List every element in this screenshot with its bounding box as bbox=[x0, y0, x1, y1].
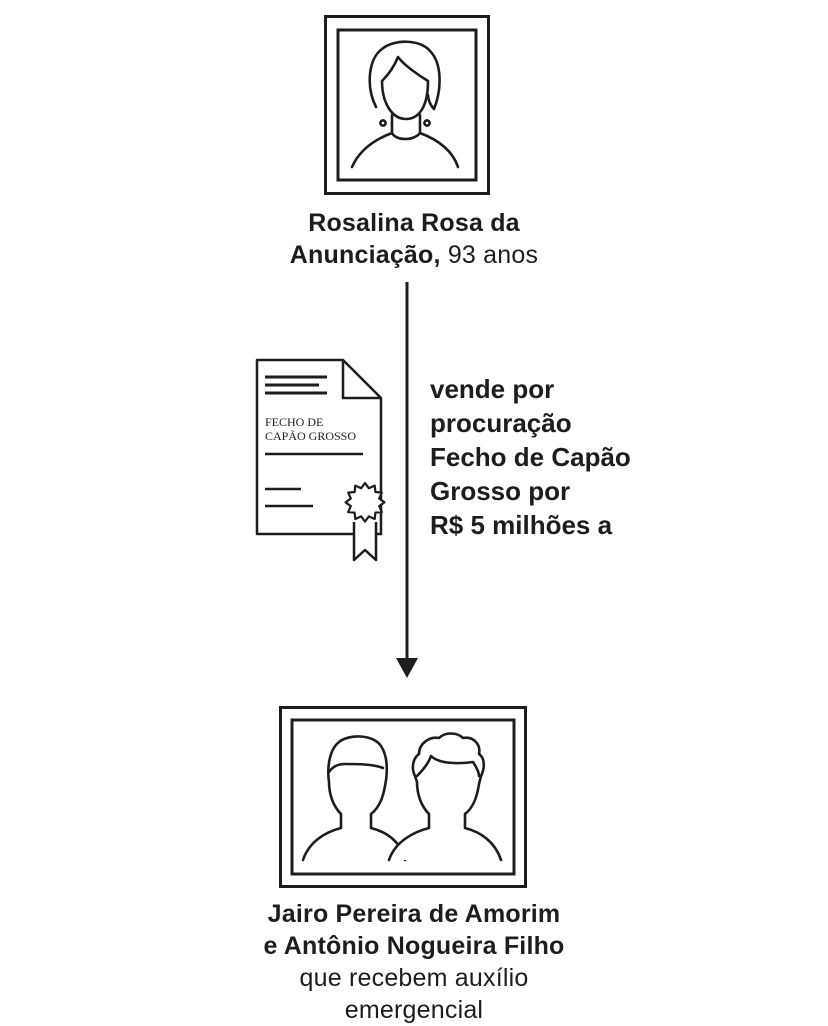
document-title-line1: FECHO DE bbox=[265, 415, 323, 429]
buyers-desc-line1: que recebem auxílio bbox=[299, 964, 529, 992]
buyers-names-line1: Jairo Pereira de Amorim bbox=[267, 900, 561, 928]
seller-portrait-frame bbox=[324, 15, 490, 195]
buyers-desc-line2: emergencial bbox=[344, 996, 484, 1024]
document-title-line2: CAPÃO GROSSO bbox=[265, 429, 356, 443]
buyers-portrait-frame bbox=[279, 706, 527, 888]
certificate-icon: FECHO DE CAPÃO GROSSO bbox=[255, 358, 386, 562]
seller-name-line2: Anunciação, bbox=[289, 241, 441, 269]
flow-arrow bbox=[396, 282, 418, 678]
buyers-caption: Jairo Pereira de Amorim e Antônio Noguei… bbox=[164, 898, 664, 1026]
man-silhouette-icon bbox=[301, 735, 407, 862]
seller-caption: Rosalina Rosa da Anunciação, 93 anos bbox=[214, 207, 614, 271]
woman-silhouette-icon bbox=[350, 40, 460, 169]
seller-age: 93 anos bbox=[447, 241, 539, 269]
buyers-names-line2: e Antônio Nogueira Filho bbox=[263, 932, 565, 960]
transaction-text: vende por procuração Fecho de Capão Gros… bbox=[430, 374, 631, 540]
seal-icon bbox=[344, 481, 386, 523]
arrow-head-icon bbox=[396, 658, 418, 678]
seller-name-line1: Rosalina Rosa da bbox=[308, 209, 520, 237]
man-curly-silhouette-icon bbox=[387, 732, 503, 862]
